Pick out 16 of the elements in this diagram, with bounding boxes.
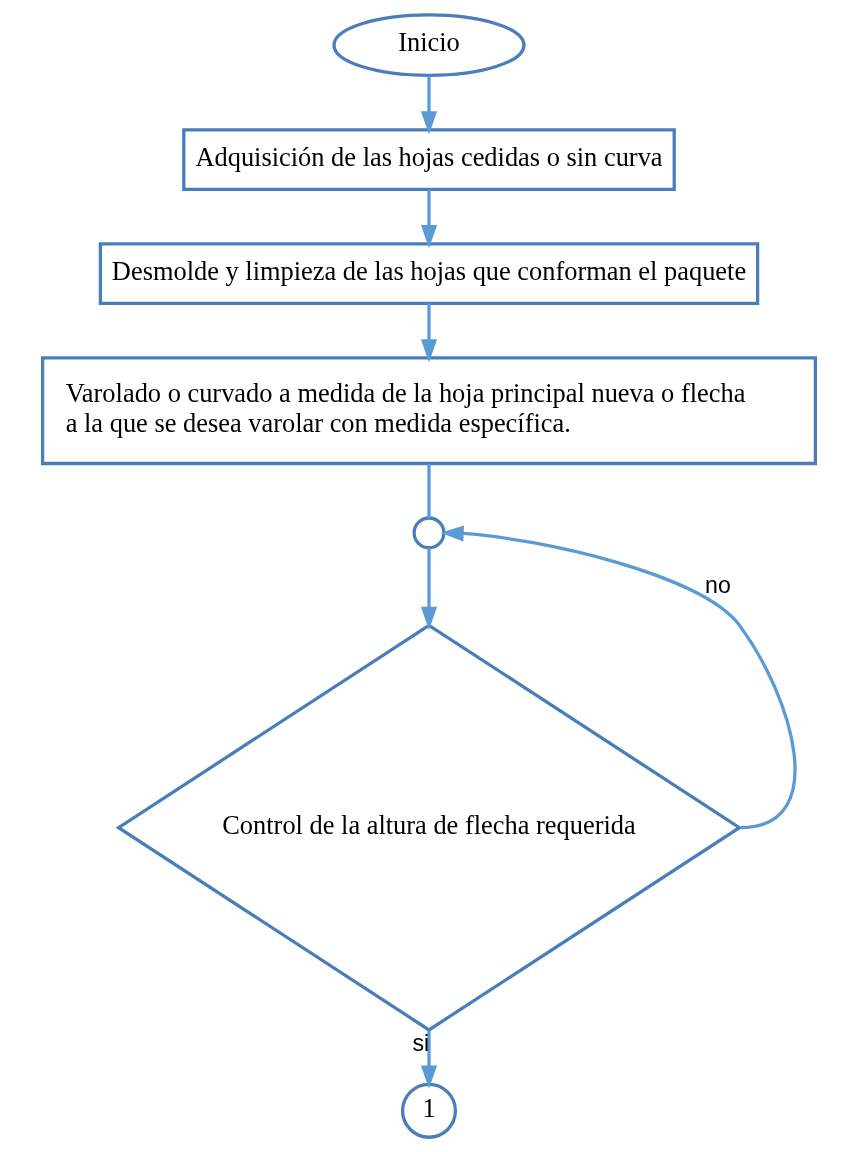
node-box: Varolado o curvado a medida de la hoja principal nueva o flecha a la que se desea varolar con medida específica.	[40, 356, 817, 466]
connector	[426, 464, 431, 518]
arrow	[440, 525, 797, 830]
node-circle	[412, 516, 445, 550]
node-circle: 1	[400, 1082, 457, 1139]
arrow	[420, 1030, 437, 1089]
arrow	[420, 303, 437, 363]
arrow	[420, 76, 437, 135]
node-box: Adquisición de las hojas cedidas o sin curva	[181, 128, 676, 192]
edge-label: no	[704, 571, 731, 598]
node-box: Desmolde y limpieza de las hojas que conforman el paquete	[98, 242, 759, 305]
arrow	[420, 189, 437, 249]
node-ellipse: Inicio	[331, 13, 526, 77]
edge-label: si	[411, 1030, 429, 1057]
node-diamond: Control de la altura de flecha requerida	[115, 623, 742, 1032]
arrow	[420, 547, 437, 630]
